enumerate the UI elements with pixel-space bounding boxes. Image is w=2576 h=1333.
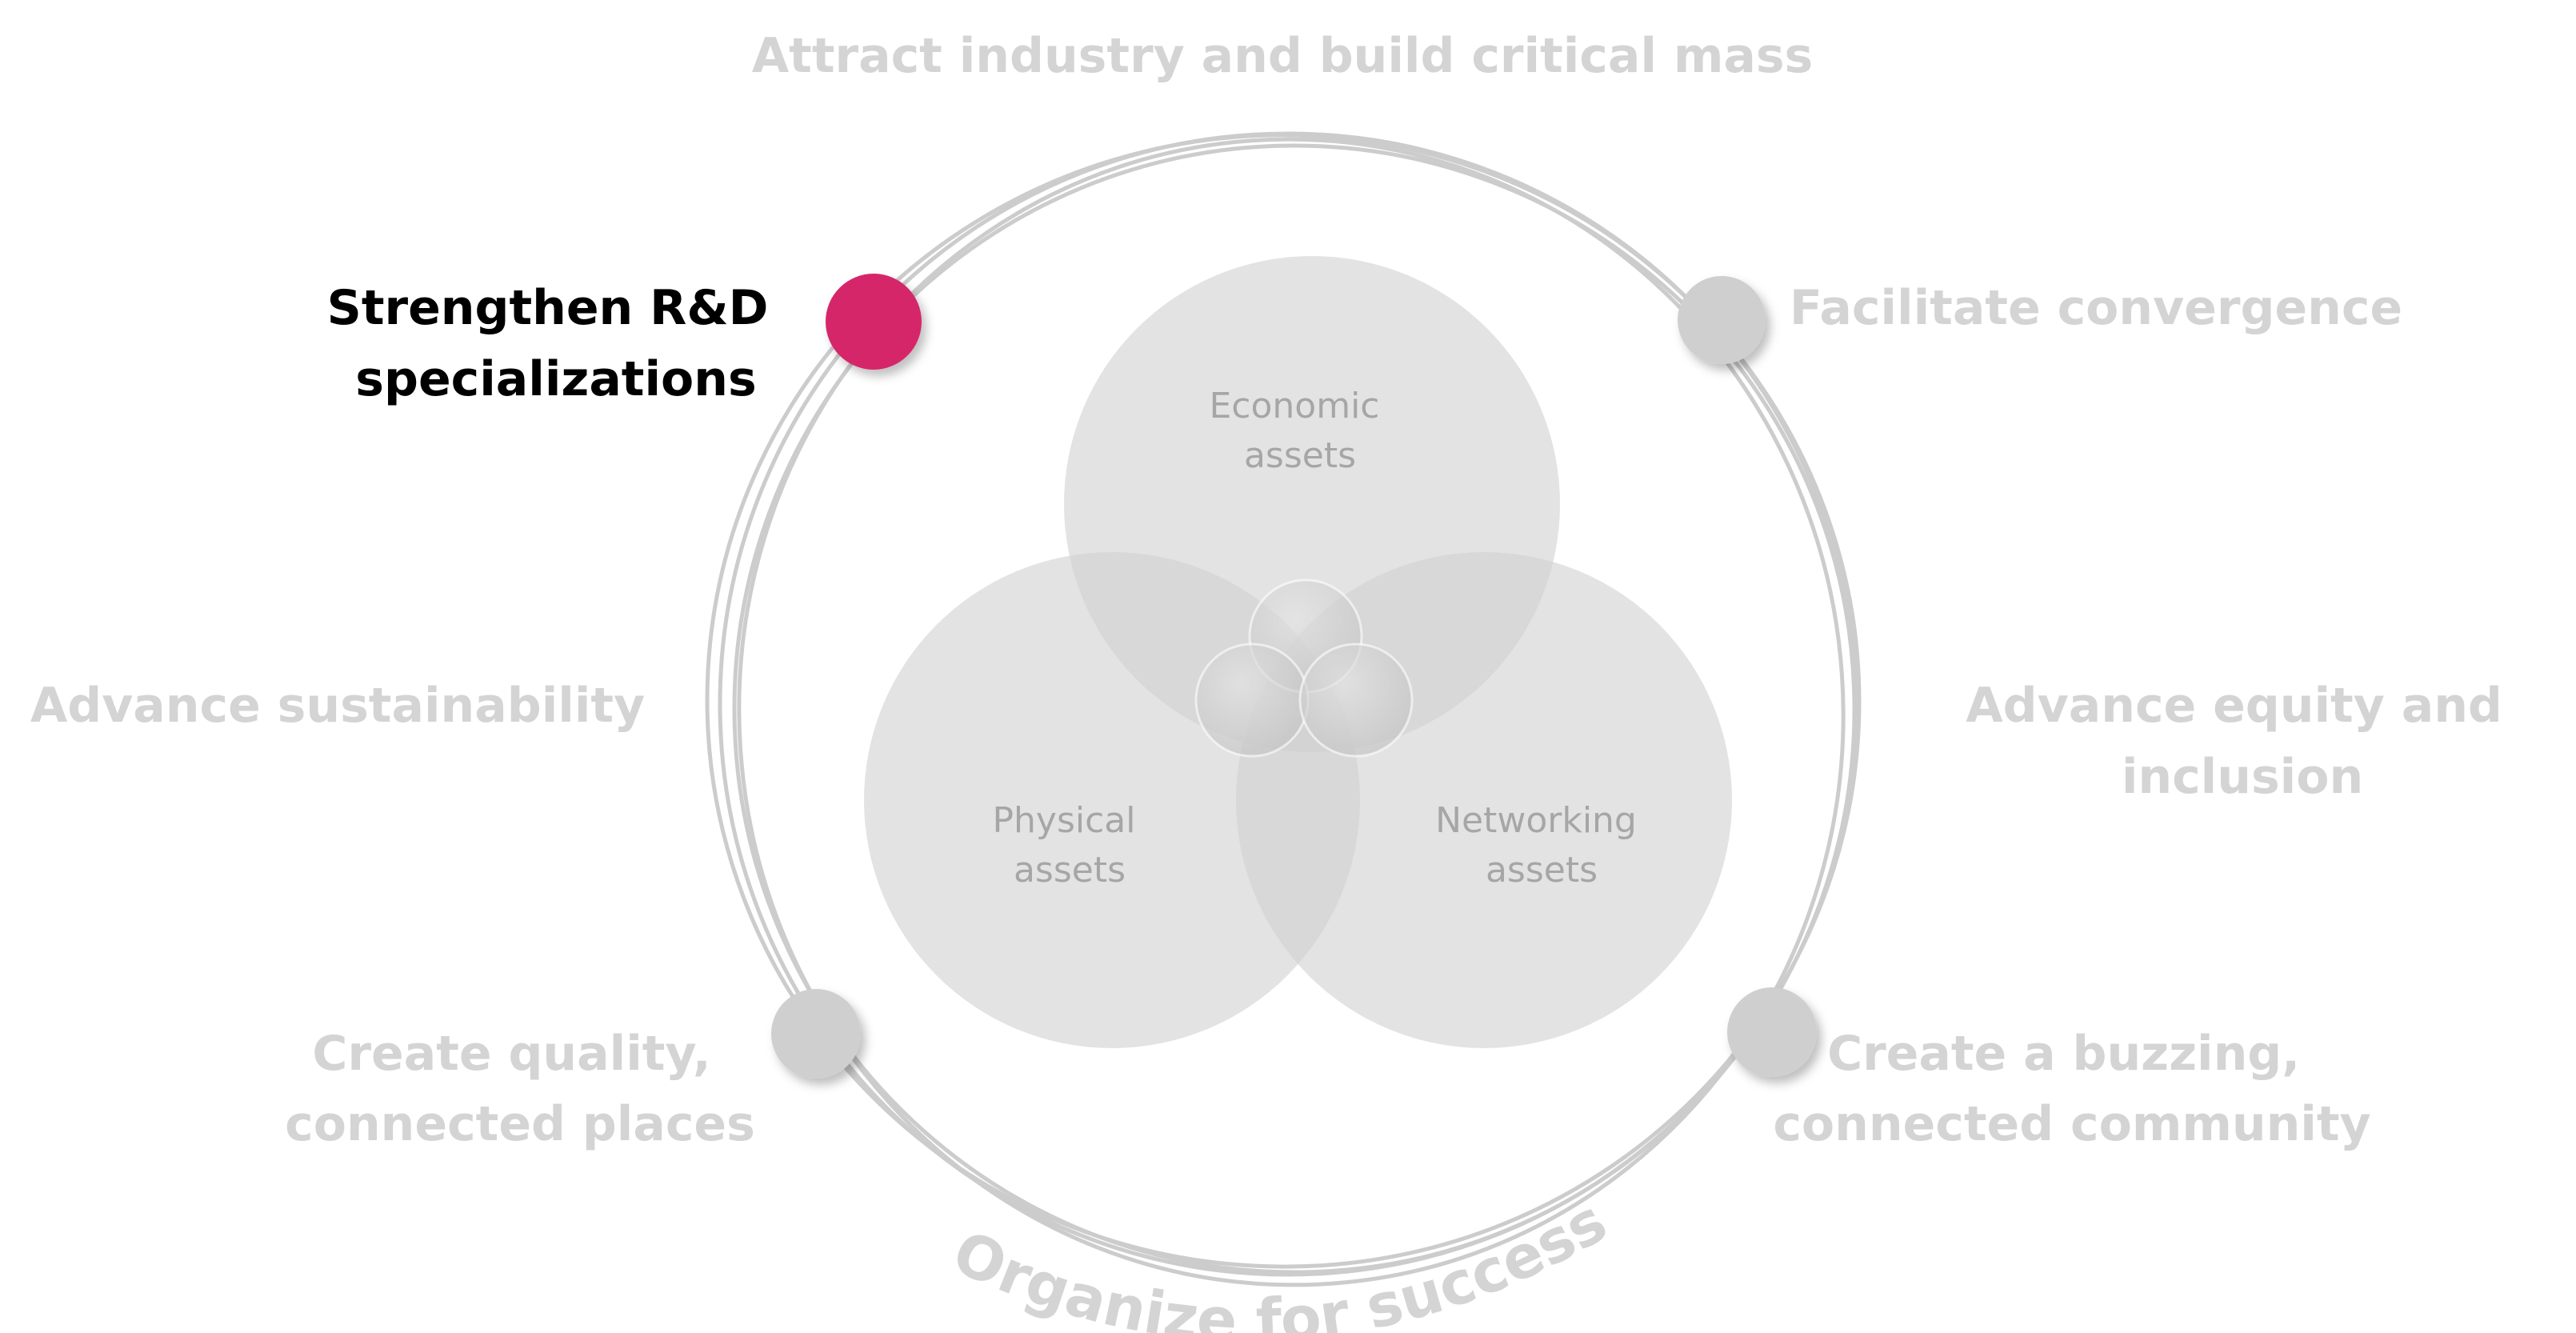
economic-assets-label: Economic assets xyxy=(1210,386,1391,476)
strategy-attract-industry: Attract industry and build critical mass xyxy=(752,28,1814,84)
ring-nodes xyxy=(771,274,1817,1079)
node-strengthen-rd[interactable] xyxy=(826,274,922,370)
strategy-buzzing-community: Create a buzzing, connected community xyxy=(1773,1026,2370,1152)
strategy-facilitate-convergence: Facilitate convergence xyxy=(1790,280,2402,336)
strategy-strengthen-rd: Strengthen R&D specializations xyxy=(327,280,786,407)
networking-assets-label: Networking assets xyxy=(1435,800,1648,891)
node-buzzing-community[interactable] xyxy=(1727,987,1817,1077)
physical-assets-label: Physical assets xyxy=(993,800,1147,891)
node-create-places[interactable] xyxy=(771,989,861,1079)
outer-ring xyxy=(705,131,1862,1287)
center-cluster xyxy=(1194,578,1414,758)
strategy-advance-equity: Advance equity and inclusion xyxy=(1966,678,2519,805)
node-facilitate-convergence[interactable] xyxy=(1678,276,1766,364)
strategy-labels: Attract industry and build critical mass… xyxy=(30,28,2519,1152)
center-circle-left xyxy=(1194,642,1310,758)
strategy-create-places: Create quality, connected places xyxy=(285,1026,755,1152)
center-circle-right xyxy=(1298,642,1414,758)
asset-labels: Economic assets Physical assets Networki… xyxy=(993,386,1648,891)
strategy-advance-sustainability: Advance sustainability xyxy=(30,678,645,734)
organize-for-success-label: Organize for success xyxy=(942,1187,1618,1333)
